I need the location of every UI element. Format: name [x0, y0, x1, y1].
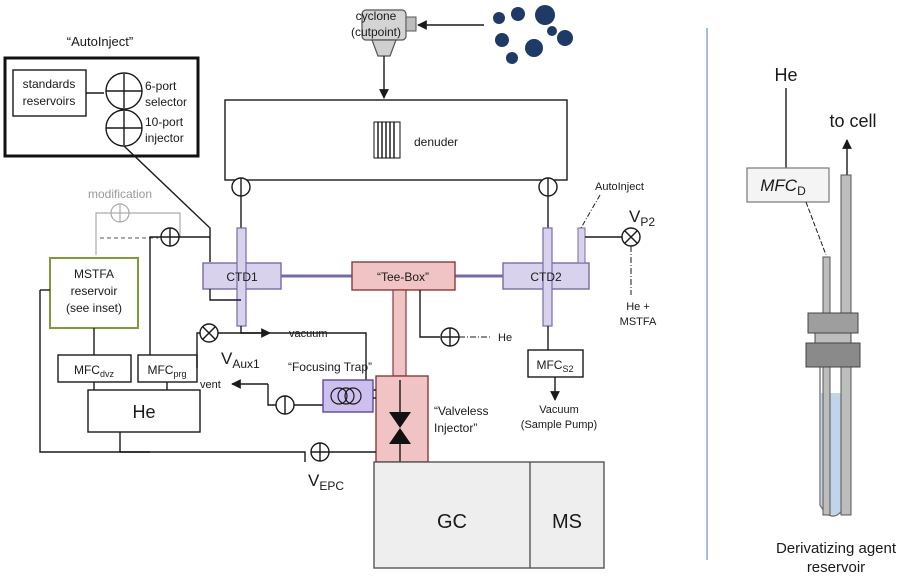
- he-mstfa-label-2: MSTFA: [620, 316, 657, 328]
- vacuum-pump-label-2: (Sample Pump): [521, 419, 597, 431]
- vacuum-pump-label-1: Vacuum: [539, 404, 579, 416]
- injector-label-1: 10-port: [145, 115, 184, 129]
- reservoir-vial-icon: [805, 174, 861, 517]
- mstfa-label-2: reservoir: [71, 284, 118, 298]
- ctd1-inlet-valve-icon: [231, 177, 251, 197]
- mfc-dvz-label: MFCdvz: [74, 363, 115, 379]
- cyclone-icon: [361, 9, 417, 57]
- he-supply-box: [87, 389, 201, 433]
- vent-label: vent: [200, 379, 221, 391]
- vacuum-label: vacuum: [289, 328, 328, 340]
- mfc-prg-label: MFCprg: [147, 363, 186, 379]
- coil-icon: [330, 387, 362, 405]
- particles-icon: [493, 5, 573, 64]
- ten-port-injector-icon: [105, 109, 143, 147]
- modification-label: modification: [88, 187, 152, 201]
- denuder-label: denuder: [414, 135, 458, 149]
- mfc-s2-label: MFCS2: [536, 358, 573, 374]
- reservoirs-label: reservoirs: [23, 94, 76, 108]
- mstfa-valve-icon: [160, 227, 180, 247]
- inset-to-cell-label: to cell: [829, 111, 876, 131]
- mfc-dvz-box: [57, 354, 132, 383]
- cutpoint-label: (cutpoint): [351, 25, 401, 39]
- cyclone-label: cyclone: [356, 9, 397, 23]
- mfc-prg-box: [137, 354, 198, 383]
- he-right-label: He: [498, 332, 512, 344]
- valveless-label-2: Injector”: [434, 421, 477, 435]
- mstfa-label-3: (see inset): [66, 301, 122, 315]
- teebox-label: “Tee-Box”: [377, 270, 429, 284]
- vaux1-label: VAux1: [221, 349, 260, 371]
- standards-reservoirs-box: [12, 69, 87, 117]
- he-mstfa-label-1: He +: [626, 301, 650, 313]
- vaux1-valve-icon: [199, 323, 219, 343]
- ctd2-autoinject-port: [577, 227, 586, 264]
- he-valve-icon: [440, 327, 460, 347]
- he-supply-label: He: [132, 402, 155, 422]
- ctd2-label: CTD2: [530, 270, 562, 284]
- modification-valve-icon: [110, 203, 130, 223]
- six-port-selector-icon: [105, 72, 143, 110]
- autoinject-small-label: AutoInject: [595, 181, 644, 193]
- ms-label: MS: [552, 511, 582, 533]
- valveless-label-1: “Valveless: [434, 404, 488, 418]
- gc-ms-box: [373, 461, 605, 569]
- injector-label-2: injector: [145, 131, 184, 145]
- standards-label: standards: [23, 77, 76, 91]
- tee-box: [351, 261, 456, 291]
- ctd2-inlet-valve-icon: [538, 177, 558, 197]
- valveless-injector-icon: [389, 412, 411, 444]
- selector-label-1: 6-port: [145, 79, 177, 93]
- gc-label: GC: [437, 511, 467, 533]
- inset-caption-1: Derivatizing agent: [776, 540, 897, 557]
- focusing-trap-label: “Focusing Trap”: [288, 360, 372, 374]
- focusing-trap-valve-icon: [275, 395, 295, 415]
- tee-box-column: [392, 289, 407, 377]
- mstfa-label-1: MSTFA: [74, 267, 114, 281]
- inset-caption-2: reservoir: [807, 559, 865, 576]
- inset-mfc-box: [746, 167, 830, 203]
- ctd1-label: CTD1: [226, 270, 258, 284]
- autoinject-title: “AutoInject”: [67, 34, 133, 49]
- vepc-label: VEPC: [308, 471, 344, 493]
- vp2-valve-icon: [621, 227, 641, 247]
- vp2-label: VP2: [629, 207, 655, 229]
- denuder-icon: [373, 121, 401, 159]
- mstfa-reservoir-box: [49, 257, 139, 329]
- inset-he-label: He: [774, 65, 797, 85]
- vepc-valve-icon: [310, 442, 330, 462]
- selector-label-2: selector: [145, 95, 187, 109]
- inset-mfc-label: MFCD: [760, 176, 806, 198]
